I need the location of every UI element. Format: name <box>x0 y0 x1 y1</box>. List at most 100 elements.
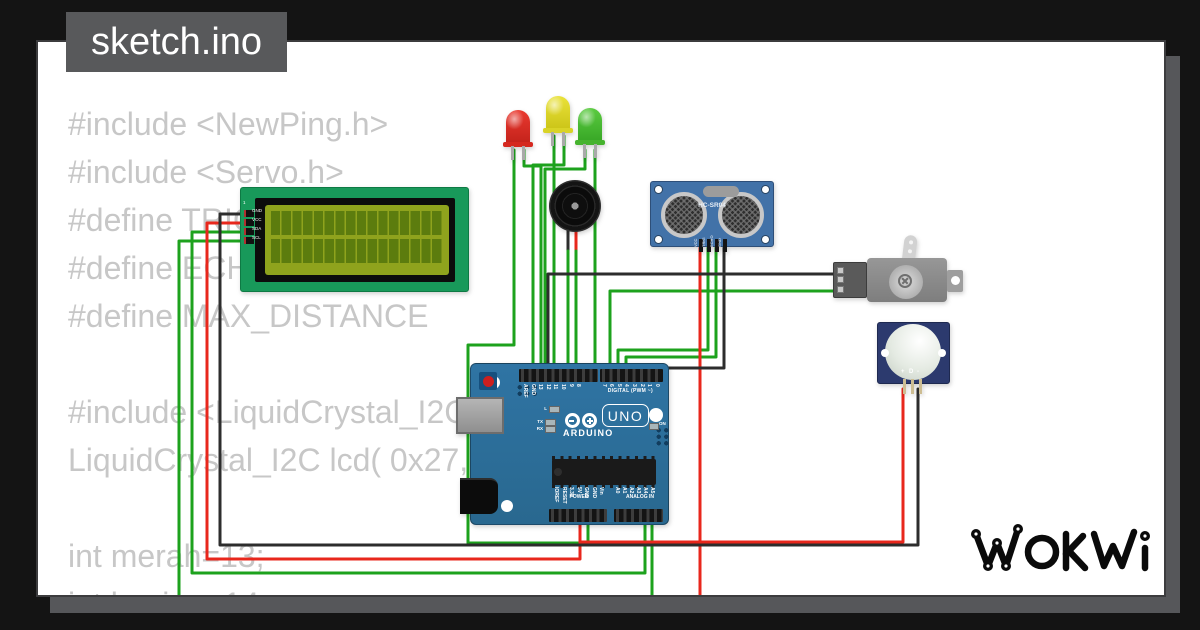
wire-green[interactable] <box>531 134 566 376</box>
pin-label: + <box>901 369 905 375</box>
pin-label: AREF <box>522 384 528 398</box>
pin-label: A0 <box>614 487 620 494</box>
digital-header-right[interactable] <box>600 369 663 382</box>
screw-hole <box>654 235 663 244</box>
pin-label: ECHO <box>709 235 714 247</box>
pin-label: 5 <box>615 384 622 387</box>
code-line: int kuning=14; <box>68 586 268 595</box>
arduino-logo-icon <box>582 413 597 428</box>
led-l <box>549 406 560 413</box>
pin-label: A2 <box>628 487 634 494</box>
led-rx <box>545 426 556 433</box>
icsp-header <box>516 384 539 397</box>
digital-header-left[interactable] <box>519 369 598 382</box>
led-leg <box>594 144 597 158</box>
pin-label: A4 <box>642 487 648 494</box>
hcsr04-pin-trig[interactable] <box>706 239 711 252</box>
chip-pins <box>552 484 656 488</box>
hcsr04-pin-gnd[interactable] <box>722 239 727 252</box>
pin-label: Vin <box>598 487 604 495</box>
pin-label: VCC <box>693 238 698 247</box>
wire-green[interactable] <box>177 239 248 597</box>
piezo-buzzer[interactable] <box>549 180 601 232</box>
atmega-chip <box>552 459 656 485</box>
connector-pin <box>837 267 844 274</box>
arduino-logo-icon <box>565 413 580 428</box>
led-leg <box>511 146 514 160</box>
on-led <box>649 423 659 430</box>
pin-label: VCC <box>252 217 262 222</box>
pir-pin-data[interactable] <box>910 379 914 394</box>
pin-label: 3 <box>630 384 637 387</box>
led-leg <box>562 132 565 146</box>
pir-pin-minus[interactable] <box>918 379 922 394</box>
horn-hole <box>908 240 913 245</box>
hcsr04-ultrasonic-sensor[interactable]: HC-SR04 <box>650 181 774 252</box>
wire-green[interactable] <box>543 148 587 376</box>
arduino-uno-board[interactable]: DIGITAL (PWM ~) L TX RX UNO ARDUINO ON <box>456 363 670 525</box>
pin-label: 0 <box>653 384 660 387</box>
pin-label: 7 <box>600 384 607 387</box>
code-line: #include <Servo.h> <box>68 154 344 190</box>
analog-group-label: ANALOG IN <box>625 494 655 500</box>
chip-pins <box>552 456 656 460</box>
lcd-pin-scl[interactable] <box>244 237 254 244</box>
servo-connector[interactable] <box>833 262 867 298</box>
wire-green[interactable] <box>616 246 710 376</box>
reset-button[interactable] <box>479 372 497 390</box>
hcsr04-pin-echo[interactable] <box>714 239 719 252</box>
wire-green[interactable] <box>466 148 590 545</box>
arduino-brand-text: ARDUINO <box>563 428 614 438</box>
lcd-pin-gnd[interactable] <box>244 210 254 217</box>
analog-header[interactable] <box>614 509 663 522</box>
wire-red[interactable] <box>578 387 905 544</box>
uno-model-badge: UNO <box>602 404 649 427</box>
power-header[interactable] <box>549 509 607 522</box>
pir-pin-plus[interactable] <box>902 379 906 394</box>
pin-label: GND <box>717 238 722 247</box>
wire-black[interactable] <box>653 246 726 376</box>
lcd-character-grid <box>271 211 443 263</box>
pir-motion-sensor[interactable] <box>877 322 950 394</box>
usb-connector <box>456 397 504 434</box>
wire-green[interactable] <box>624 246 718 376</box>
pin-label: 13 <box>537 384 544 390</box>
led-leg <box>522 146 525 160</box>
led-red[interactable] <box>503 110 533 160</box>
screw-hole <box>761 235 770 244</box>
wires-layer <box>177 134 920 597</box>
logo-plus <box>588 417 591 424</box>
code-line: #define MAX_DISTANCE <box>68 298 429 334</box>
ultrasonic-transducer <box>661 192 707 238</box>
wire-black[interactable] <box>218 212 920 547</box>
mount-hole <box>501 500 513 512</box>
uno-model-text: UNO <box>607 407 644 424</box>
lcd-pin-vcc[interactable] <box>244 219 254 226</box>
pin-label: 9 <box>567 384 574 387</box>
wire-green[interactable] <box>608 289 835 376</box>
wire-black[interactable] <box>546 272 835 376</box>
led-leg <box>583 144 586 158</box>
led-leg <box>551 132 554 146</box>
led-l-label: L <box>544 406 547 411</box>
pin-label: D <box>909 369 914 375</box>
lcd-pin-sda[interactable] <box>244 228 254 235</box>
wokwi-logo <box>971 524 1150 572</box>
pin-label: 6 <box>608 384 615 387</box>
pin-label: 12 <box>544 384 551 390</box>
pin-label: TRIG <box>701 237 706 247</box>
hcsr04-pin-vcc[interactable] <box>698 239 703 252</box>
connector-pin <box>837 276 844 283</box>
pin-label: GND <box>529 384 536 396</box>
servo-motor[interactable] <box>833 232 967 304</box>
wire-green[interactable] <box>190 230 647 575</box>
pin-label: 4 <box>623 384 630 387</box>
screw-hole <box>761 185 770 194</box>
lcd1602-display[interactable] <box>240 187 469 292</box>
lcd-pin1-marker: 1 <box>243 200 246 205</box>
circuit-canvas[interactable]: #include <NewPing.h>#include <Servo.h>#d… <box>36 40 1166 597</box>
led-yellow[interactable] <box>543 96 573 146</box>
logo-minus <box>569 419 574 422</box>
led-green[interactable] <box>575 108 605 158</box>
